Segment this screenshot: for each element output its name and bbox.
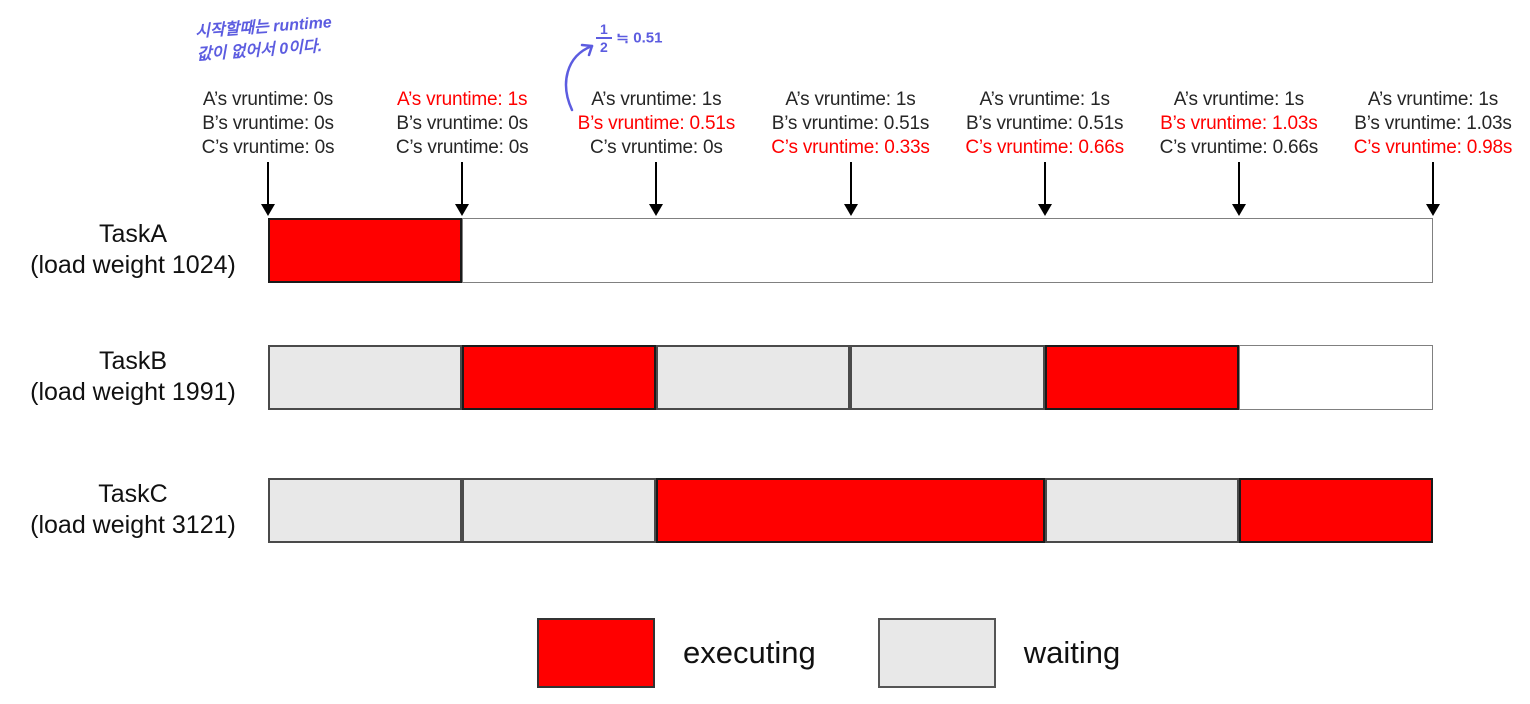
vruntime-text: A’s vruntime: 0s xyxy=(202,89,334,110)
vruntime-text: B’s vruntime: 0.51s xyxy=(965,113,1124,134)
taskc-row xyxy=(268,478,1433,543)
approx-symbol: ≒ xyxy=(616,30,629,47)
vruntime-text: B’s vruntime: 0.51s xyxy=(771,113,930,134)
segment-executing xyxy=(1044,345,1239,410)
segment-waiting xyxy=(462,478,657,543)
timeline-arrow-icon xyxy=(1237,162,1240,206)
segment-executing xyxy=(462,345,657,410)
segment-idle xyxy=(1238,345,1433,410)
taskc-name: TaskC xyxy=(98,480,168,508)
taskb-row xyxy=(268,345,1433,410)
taska-weight: (load weight 1024) xyxy=(30,251,236,279)
curved-arrow-icon xyxy=(564,43,594,112)
taskb-weight: (load weight 1991) xyxy=(30,378,236,406)
vruntime-text: A’s vruntime: 1s xyxy=(979,89,1110,110)
segment-idle xyxy=(462,218,1433,283)
legend-swatch-waiting xyxy=(877,618,996,688)
fraction-denominator: 2 xyxy=(600,39,608,55)
timeline-arrow-icon xyxy=(461,162,464,206)
vruntime-text: C’s vruntime: 0.66s xyxy=(965,137,1124,158)
taskb-label: TaskB (load weight 1991) xyxy=(4,346,262,408)
vruntime-text: C’s vruntime: 0.66s xyxy=(1159,137,1319,158)
taska-label: TaskA (load weight 1024) xyxy=(4,219,262,281)
segment-executing xyxy=(268,218,463,283)
vruntime-text: B’s vruntime: 0.51s xyxy=(577,113,736,134)
segment-executing xyxy=(1238,478,1433,543)
taskb-name: TaskB xyxy=(98,347,168,375)
timeline-arrow-icon xyxy=(655,162,658,206)
vruntime-text: A’s vruntime: 1s xyxy=(785,89,916,110)
vruntime-text: B’s vruntime: 1.03s xyxy=(1354,113,1512,134)
legend-label-executing: executing xyxy=(683,635,816,670)
vruntime-text: B’s vruntime: 1.03s xyxy=(1160,113,1318,134)
vruntime-text: B’s vruntime: 0s xyxy=(396,113,528,134)
legend: executing waiting xyxy=(537,618,1130,688)
segment-waiting xyxy=(1044,478,1239,543)
vruntime-text: A’s vruntime: 1s xyxy=(591,89,722,110)
vruntime-column-2: A’s vruntime: 1s B’s vruntime: 0s C’s vrun… xyxy=(362,88,562,160)
vruntime-text: A’s vruntime: 1s xyxy=(1173,89,1304,110)
vruntime-text: C’s vruntime: 0s xyxy=(589,137,723,158)
segment-waiting xyxy=(656,345,851,410)
taska-row xyxy=(268,218,1433,283)
approx-value: 0.51 xyxy=(633,29,663,47)
vruntime-text: A’s vruntime: 1s xyxy=(1367,89,1499,110)
vruntime-text: A’s vruntime: 1s xyxy=(397,89,528,110)
vruntime-text: B’s vruntime: 0s xyxy=(202,113,334,134)
vruntime-text: C’s vruntime: 0.33s xyxy=(771,137,930,158)
vruntime-text: C’s vruntime: 0.98s xyxy=(1353,137,1513,158)
vruntime-column-1: A’s vruntime: 0s B’s vruntime: 0s C’s vrun… xyxy=(168,88,368,160)
taskc-bar xyxy=(268,478,1433,543)
vruntime-text: C’s vruntime: 0s xyxy=(395,137,529,158)
timeline-arrow-icon xyxy=(267,162,269,206)
taska-bar xyxy=(268,218,1433,283)
handwritten-note: 시작할때는 runtime 값이 없어서 0이다. xyxy=(195,11,335,66)
taskb-bar xyxy=(268,345,1433,410)
taska-name: TaskA xyxy=(98,220,168,248)
vruntime-text: C’s vruntime: 0s xyxy=(201,137,335,158)
segment-waiting xyxy=(268,345,463,410)
taskc-label: TaskC (load weight 3121) xyxy=(4,479,262,541)
taskc-weight: (load weight 3121) xyxy=(30,511,236,539)
timeline-arrow-icon xyxy=(1043,162,1046,206)
legend-swatch-executing xyxy=(537,618,655,688)
segment-waiting xyxy=(850,345,1045,410)
segment-waiting xyxy=(268,478,463,543)
legend-label-waiting: waiting xyxy=(1023,635,1121,670)
timeline-arrow-icon xyxy=(849,162,852,206)
fraction-numerator: 1 xyxy=(596,22,612,39)
timeline-arrow-icon xyxy=(1432,162,1434,206)
segment-executing xyxy=(656,478,1045,543)
